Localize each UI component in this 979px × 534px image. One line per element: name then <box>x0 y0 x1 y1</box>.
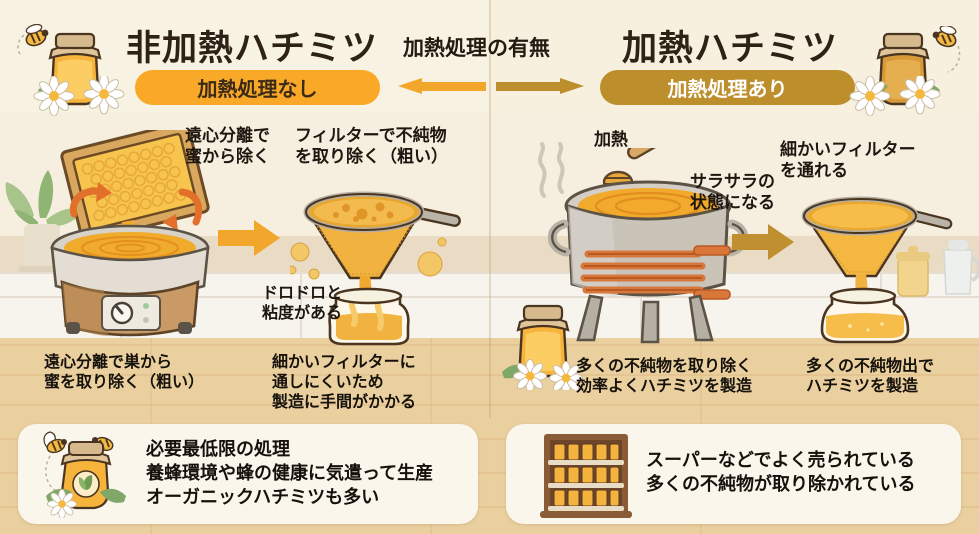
honey-jar-icon <box>502 304 583 390</box>
fine-strainer-icon <box>801 196 953 344</box>
right-step-runny-label: サラサラの 状態になる <box>690 172 775 213</box>
right-step-fine-filter-label: 細かいフィルター を通れる <box>780 140 916 181</box>
heating-pot-icon <box>548 148 748 344</box>
left-caption-2: 細かいフィルターに 通しにくいため 製造に手間がかかる <box>272 352 417 411</box>
center-comparison-label: 加熱処理の有無 <box>403 36 550 60</box>
kettle-icon <box>943 240 979 295</box>
steam-icon <box>538 142 565 198</box>
arrow-left-icon <box>398 78 486 94</box>
left-panel-text: 必要最低限の処理 養蜂環境や蜂の健康に気遣って生産 オーガニックハチミツも多い <box>146 439 434 508</box>
right-caption-2: 多くの不純物出で ハチミツを製造 <box>806 356 935 395</box>
left-step-centrifuge-label: 遠心分離で 蜜から除く <box>185 126 270 167</box>
left-thick-label: ドロドロと 粘度がある <box>262 283 343 322</box>
coarse-strainer-icon <box>290 191 461 346</box>
right-step-heat-label: 加熱 <box>594 130 628 150</box>
bee-icon <box>932 26 961 73</box>
center-divider <box>489 0 491 418</box>
honey-extractor-icon <box>50 130 210 337</box>
arrow-right-icon <box>496 78 584 94</box>
right-column-badge: 加熱処理あり <box>600 70 855 105</box>
bee-icon <box>17 24 49 55</box>
arrow-right-icon <box>218 220 280 256</box>
right-summary-panel: スーパーなどでよく売られている 多くの不純物が取り除かれている <box>506 424 961 524</box>
left-column-badge: 加熱処理なし <box>135 70 380 105</box>
arrow-right-icon <box>732 224 794 260</box>
right-column-title: 加熱ハチミツ <box>622 29 839 69</box>
organic-honey-jar-icon <box>43 431 126 518</box>
daisy-icon <box>849 76 941 116</box>
left-caption-1: 遠心分離で巣から 蜜を取り除く（粗い） <box>44 352 205 391</box>
left-column-title: 非加熱ハチミツ <box>126 29 379 69</box>
left-summary-panel: 必要最低限の処理 養蜂環境や蜂の健康に気遣って生産 オーガニックハチミツも多い <box>18 424 478 524</box>
canister-icon <box>896 246 930 297</box>
right-panel-text: スーパーなどでよく売られている 多くの不純物が取り除かれている <box>646 450 916 495</box>
supermarket-shelf-icon <box>540 434 632 518</box>
daisy-icon <box>33 76 125 116</box>
right-caption-1: 多くの不純物を取り除く 効率よくハチミツを製造 <box>576 356 753 395</box>
left-step-coarse-filter-label: フィルターで不純物 を取り除く（粗い） <box>295 126 448 167</box>
